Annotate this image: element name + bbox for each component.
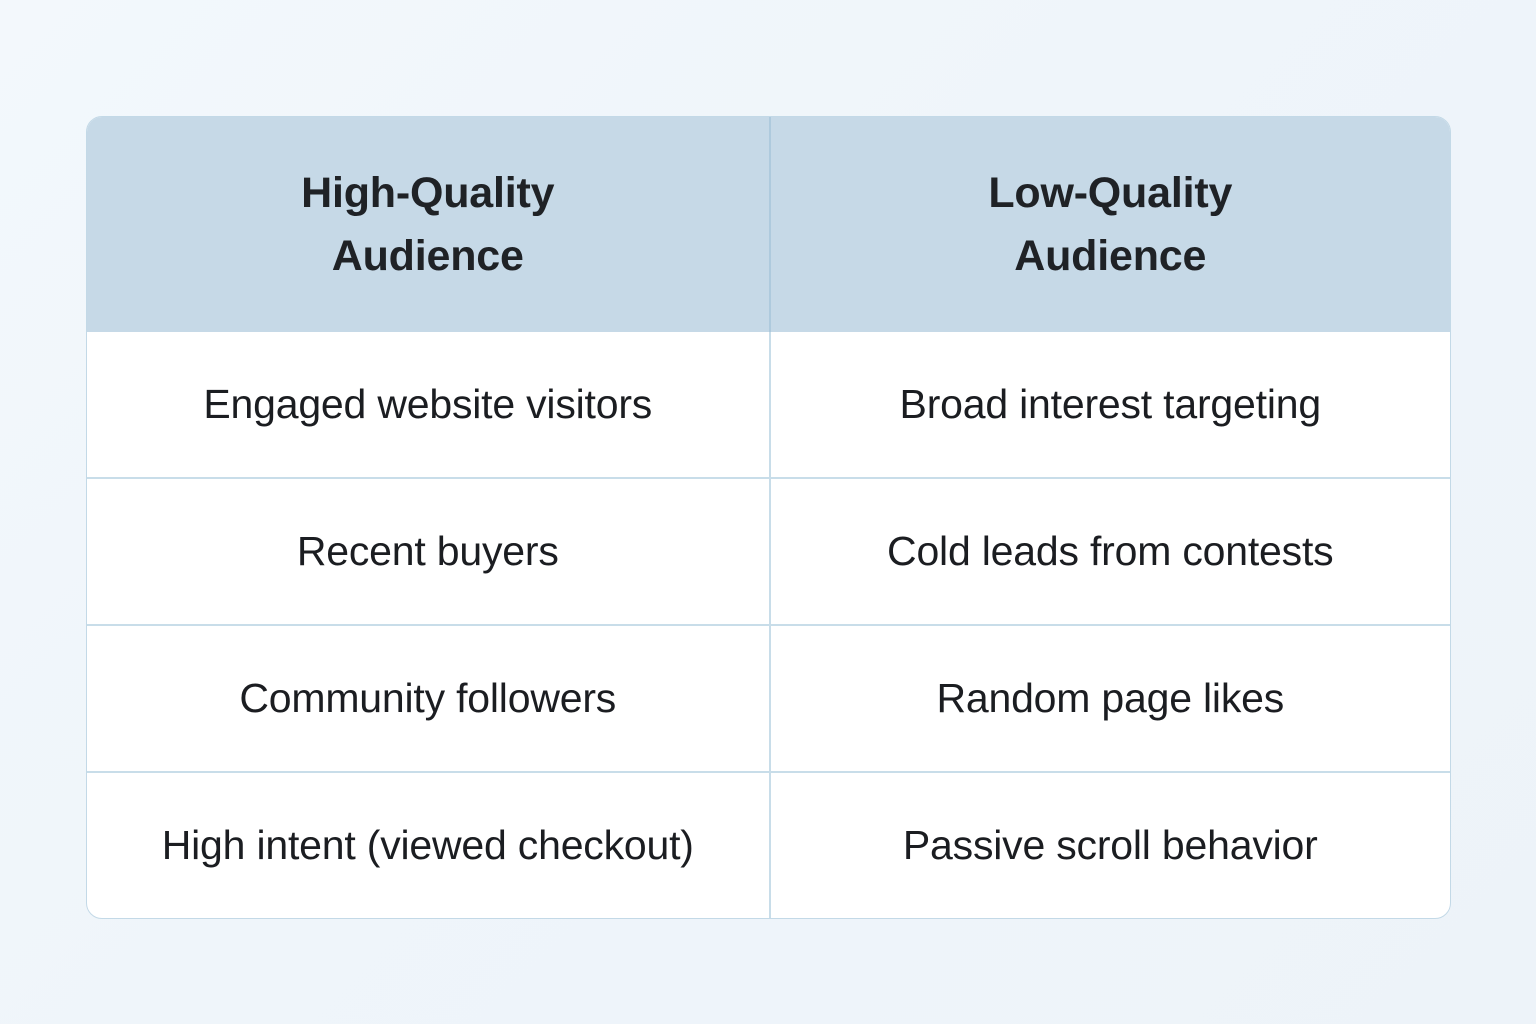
table-cell-low-quality: Broad interest targeting	[768, 332, 1451, 477]
table-row: Recent buyers Cold leads from contests	[87, 477, 1450, 624]
table-cell-text: Community followers	[239, 674, 617, 721]
table-cell-low-quality: Cold leads from contests	[768, 479, 1451, 624]
header-line-2: Audience	[331, 231, 524, 280]
table-cell-text: Broad interest targeting	[899, 380, 1322, 427]
table-cell-text: High intent (viewed checkout)	[161, 821, 694, 868]
table-cell-text: Engaged website visitors	[203, 380, 653, 427]
table-cell-high-quality: Community followers	[87, 626, 769, 771]
table-row: High intent (viewed checkout) Passive sc…	[87, 771, 1450, 918]
table-body: Engaged website visitors Broad interest …	[87, 332, 1450, 918]
table-row: Community followers Random page likes	[87, 624, 1450, 771]
table-cell-text: Random page likes	[936, 674, 1285, 721]
table-cell-low-quality: Passive scroll behavior	[768, 773, 1451, 918]
header-line-2: Audience	[1014, 231, 1207, 280]
table-cell-text: Cold leads from contests	[887, 527, 1334, 574]
table-row: Engaged website visitors Broad interest …	[87, 332, 1450, 477]
header-line-1: High-Quality	[301, 169, 555, 218]
table-cell-text: Passive scroll behavior	[902, 821, 1318, 868]
table-cell-high-quality: High intent (viewed checkout)	[87, 773, 769, 918]
header-line-1: Low-Quality	[988, 169, 1233, 218]
table-cell-text: Recent buyers	[296, 527, 559, 574]
table-cell-high-quality: Recent buyers	[87, 479, 769, 624]
table-cell-high-quality: Engaged website visitors	[87, 332, 769, 477]
table-cell-low-quality: Random page likes	[768, 626, 1451, 771]
